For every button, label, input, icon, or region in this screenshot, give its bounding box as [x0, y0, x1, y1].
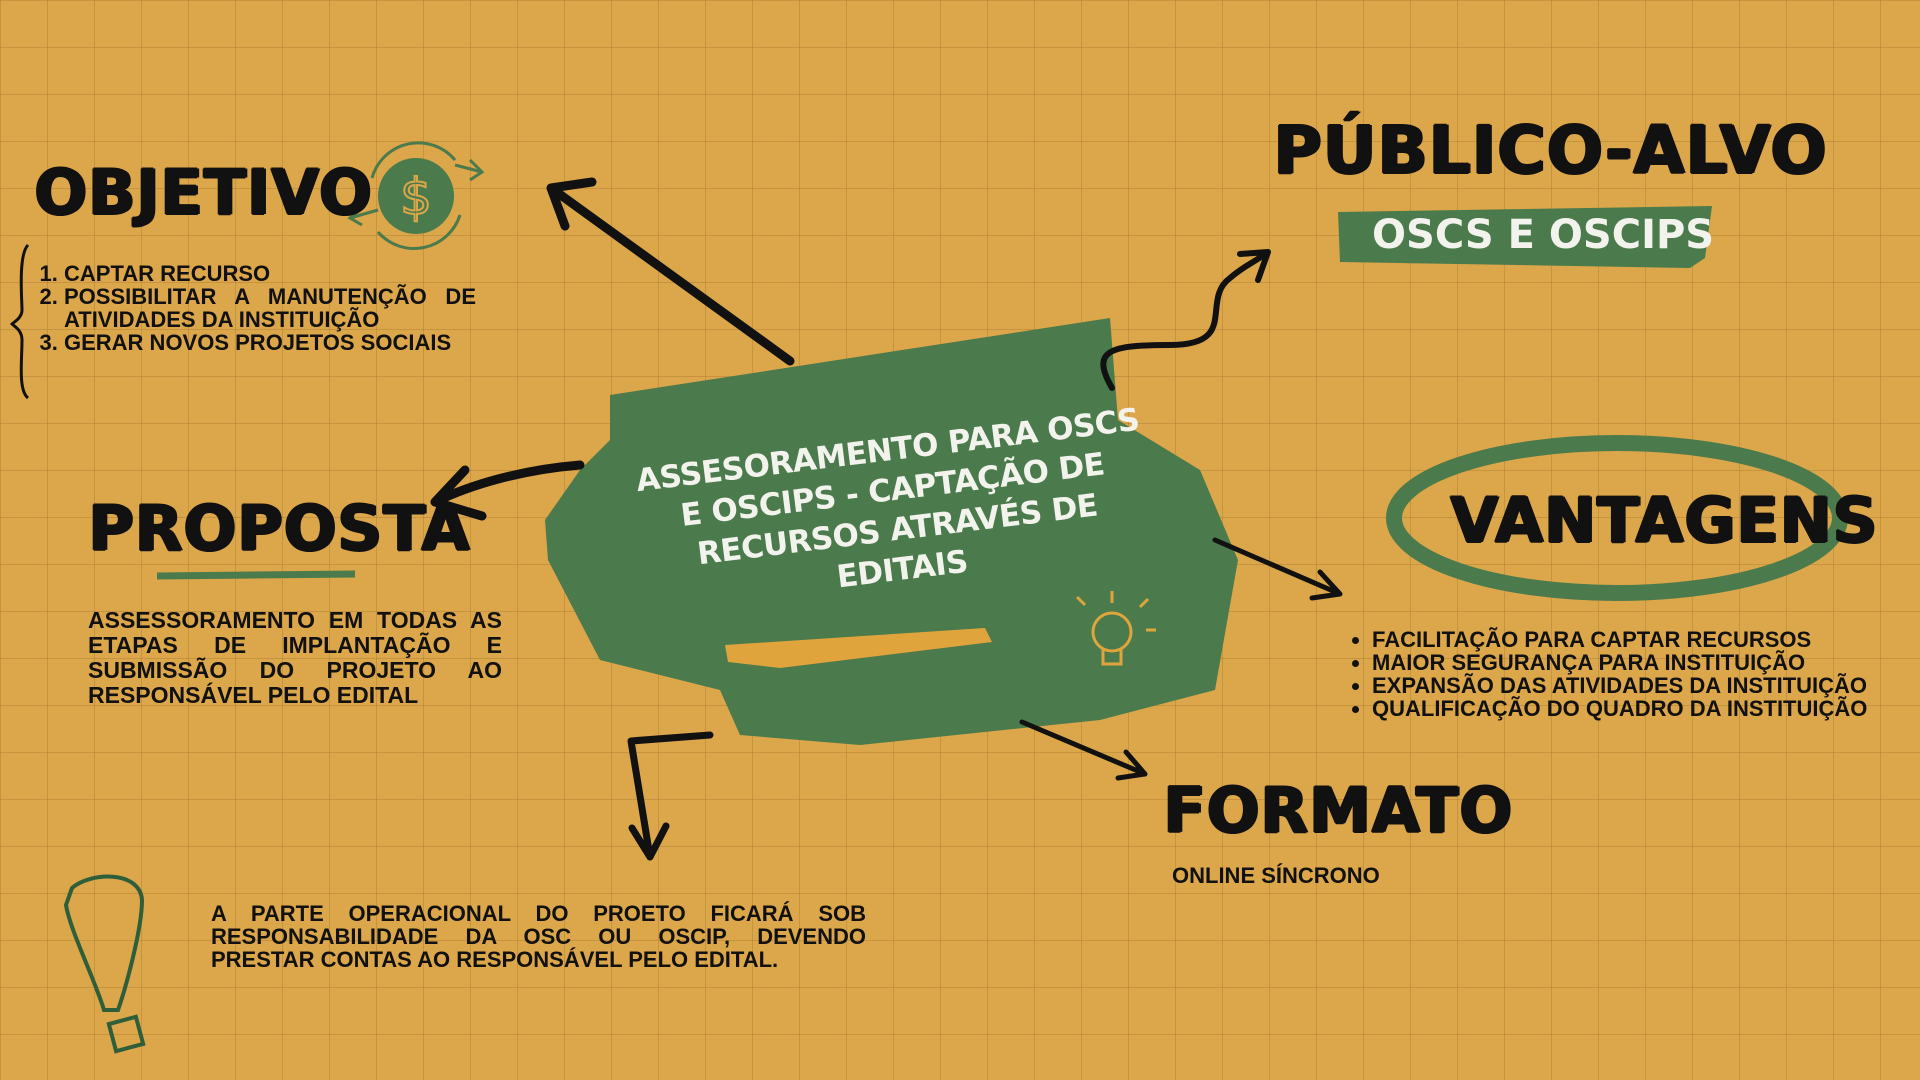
vantagens-heading: VANTAGENS — [1450, 484, 1878, 557]
publico-value: OSCS E OSCIPS — [1372, 212, 1715, 258]
dollar-cycle-icon: $ — [347, 141, 485, 250]
objetivo-item: CAPTAR RECURSO — [64, 262, 476, 285]
objetivo-item: GERAR NOVOS PROJETOS SOCIAIS — [64, 331, 476, 354]
objetivo-list: CAPTAR RECURSO POSSIBILITAR A MANUTENÇÃO… — [26, 262, 476, 354]
yellow-brush-stroke — [725, 628, 992, 668]
vantagens-list: FACILITAÇÃO PARA CAPTAR RECURSOS MAIOR S… — [1348, 628, 1920, 720]
nota-text: A PARTE OPERACIONAL DO PROETO FICARÁ SOB… — [211, 901, 866, 972]
arrow-to-publico — [1100, 249, 1271, 391]
vantagens-item: QUALIFICAÇÃO DO QUADRO DA INSTITUIÇÃO — [1372, 697, 1920, 720]
objetivo-heading: OBJETIVO — [34, 156, 373, 229]
arrow-to-proposta — [430, 460, 585, 521]
center-green-blob — [545, 318, 1238, 745]
vantagens-item: FACILITAÇÃO PARA CAPTAR RECURSOS — [1372, 628, 1920, 651]
exclamation-icon — [63, 874, 146, 1054]
arrow-to-vantagens — [1212, 537, 1343, 601]
arrow-to-formato — [1019, 719, 1148, 781]
vantagens-ellipse — [1386, 435, 1848, 601]
svg-text:$: $ — [400, 168, 432, 226]
arrow-to-nota — [627, 731, 714, 861]
proposta-text: ASSESSORAMENTO EM TODAS AS ETAPAS DE IMP… — [88, 607, 502, 708]
publico-green-band — [1338, 206, 1712, 268]
publico-heading: PÚBLICO-ALVO — [1273, 112, 1828, 189]
formato-heading: FORMATO — [1163, 774, 1513, 847]
proposta-underline — [156, 570, 356, 580]
arrow-to-objetivo — [546, 177, 795, 366]
formato-value: ONLINE SÍNCRONO — [1172, 863, 1380, 888]
vantagens-item: MAIOR SEGURANÇA PARA INSTITUIÇÃO — [1372, 651, 1920, 674]
proposta-heading: PROPOSTA — [88, 492, 471, 565]
brace — [9, 243, 30, 400]
vantagens-item: EXPANSÃO DAS ATIVIDADES DA INSTITUIÇÃO — [1372, 674, 1920, 697]
objetivo-item: POSSIBILITAR A MANUTENÇÃO DE ATIVIDADES … — [64, 285, 476, 331]
lightbulb-icon — [1075, 591, 1156, 666]
